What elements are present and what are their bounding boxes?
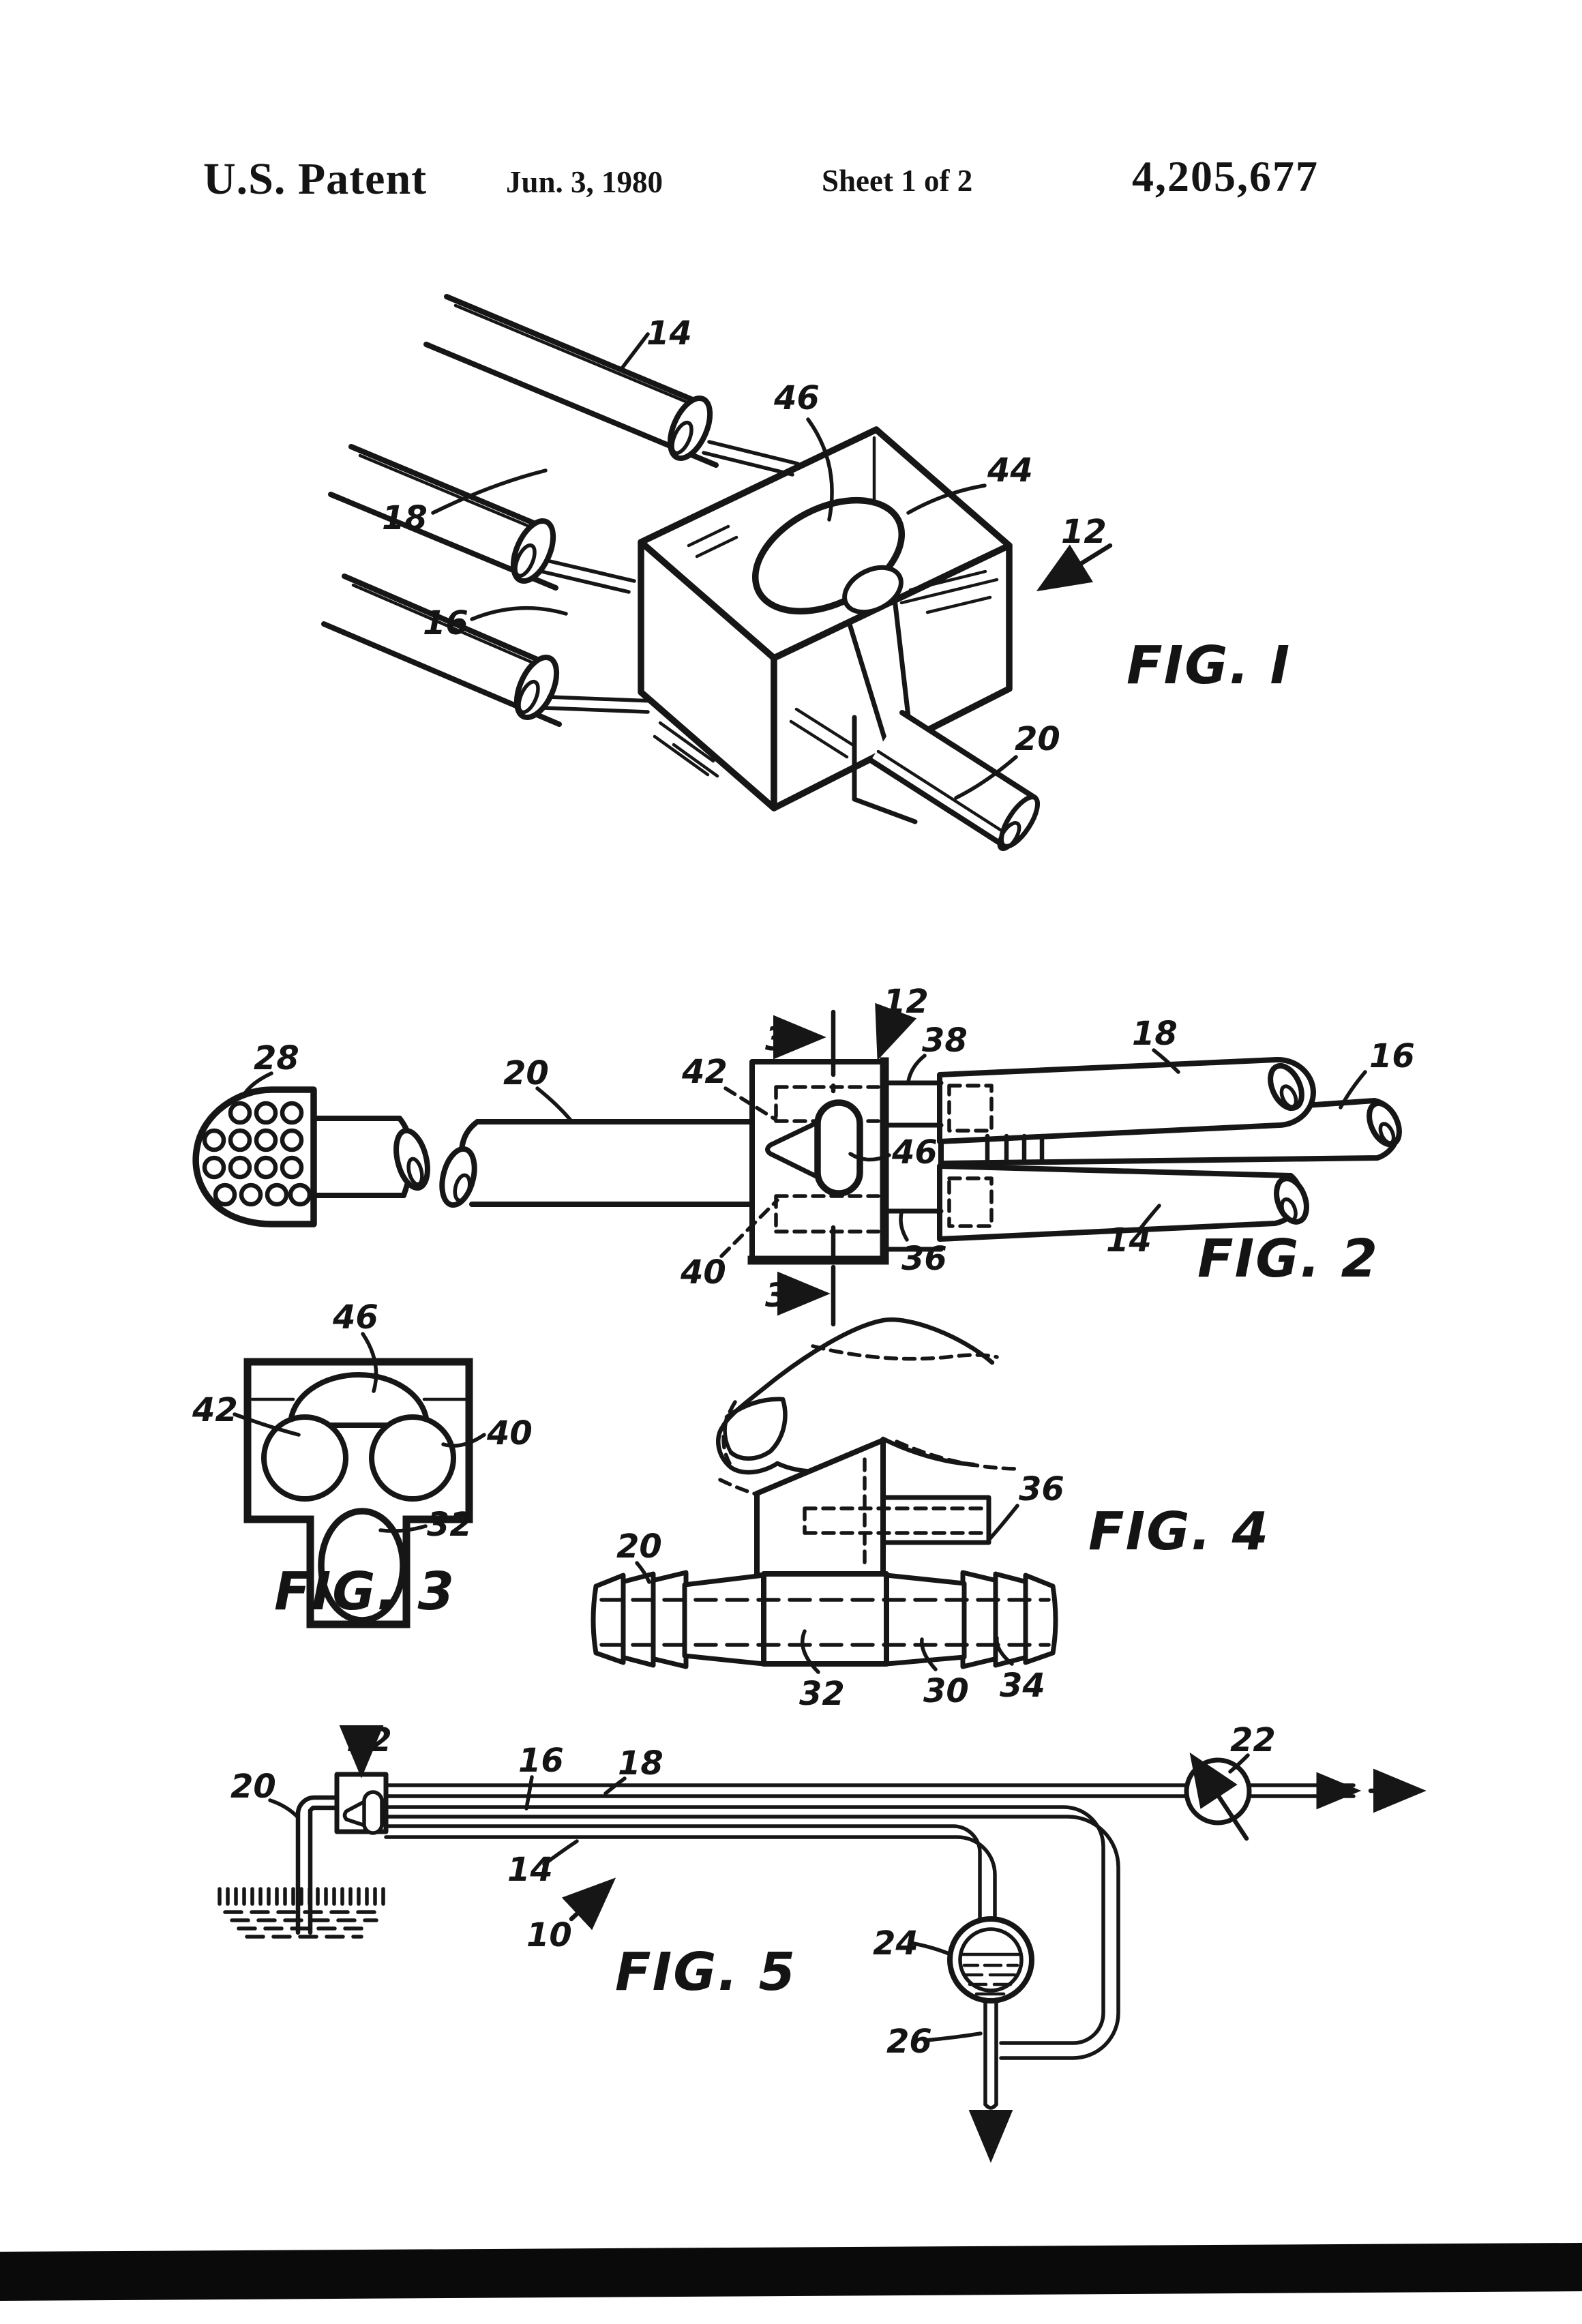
fig5-connector-block (334, 1772, 389, 1835)
fig3-label-42: 42 (192, 1391, 238, 1429)
fig2-label-14: 14 (1106, 1221, 1152, 1260)
fig4-valve-body (754, 1437, 886, 1578)
figure-4: 20 36 32 30 34 FIG. 4 (591, 1317, 1270, 1713)
scan-artifact-bar (0, 2243, 1582, 2301)
fig5-liquid-dashes (223, 1910, 385, 1939)
fig4-label-32: 32 (799, 1675, 845, 1713)
figure-1: 14 46 44 18 16 12 20 FIG. I (321, 294, 1291, 851)
fig4-label-36: 36 (1019, 1470, 1064, 1508)
fig2-hose-18 (937, 1056, 1316, 1144)
fig1-label-18: 18 (382, 499, 428, 537)
fig3-right-bore (369, 1414, 456, 1502)
fig3-lower-bore (318, 1508, 406, 1624)
fig1-labels: 14 46 44 18 16 12 20 FIG. I (382, 314, 1291, 800)
figure-5: 20 12 16 18 14 10 22 24 26 FIG. 5 (218, 1721, 1427, 2163)
fig2-section-line: 3 3 (765, 1009, 836, 1327)
fig4-label-20: 20 (616, 1528, 662, 1566)
fig2-label-38: 38 (922, 1022, 968, 1060)
fig5-label-26: 26 (886, 2023, 932, 2061)
fig2-label-18: 18 (1132, 1015, 1178, 1053)
fig5-liquid-surface (218, 1887, 385, 1906)
fig1-outlet-nipple (852, 710, 1041, 851)
fig5-label-18: 18 (618, 1744, 663, 1783)
fig2-valve-slot (814, 1099, 863, 1197)
fig2-hose-stub (311, 1116, 430, 1198)
figure-3: 46 42 40 32 FIG. 3 (192, 1298, 533, 1628)
fig3-label-46: 46 (332, 1298, 378, 1337)
fig1-label-20: 20 (1015, 720, 1060, 758)
fig1-keyhole-opening (751, 496, 912, 747)
fig2-label-16: 16 (1369, 1037, 1415, 1075)
fig1-label-46: 46 (773, 379, 820, 417)
fig2-labels: 28 20 42 40 12 38 46 36 18 16 14 FIG. 2 (243, 983, 1415, 1292)
fig2-label-12: 12 (883, 983, 929, 1021)
fig2-strainer-holes (202, 1101, 312, 1207)
fig2-label-42: 42 (681, 1053, 728, 1091)
fig1-label-16: 16 (423, 604, 468, 642)
fig2-label-40: 40 (680, 1253, 726, 1292)
fig3-top-passage (288, 1372, 430, 1428)
fig1-caption: FIG. I (1126, 636, 1291, 696)
fig4-caption: FIG. 4 (1088, 1502, 1270, 1562)
fig5-label-16: 16 (518, 1742, 564, 1780)
fig2-hose18-socket (947, 1084, 994, 1133)
header: U.S. Patent Jun. 3, 1980 Sheet 1 of 2 4,… (203, 152, 1319, 204)
fig2-strainer (192, 1086, 317, 1227)
fig2-section-label-bottom: 3 (765, 1277, 788, 1315)
fig2-section-label-top: 3 (765, 1020, 788, 1058)
fig2-label-28: 28 (254, 1039, 299, 1077)
fig4-side-tube (803, 1495, 991, 1545)
fig1-label-14: 14 (646, 314, 692, 353)
fig3-left-bore (261, 1414, 348, 1502)
fig2-label-36: 36 (901, 1240, 947, 1278)
fig2-caption: FIG. 2 (1197, 1229, 1379, 1290)
fig2-hose14-socket (947, 1176, 994, 1228)
fig1-label-12: 12 (1061, 513, 1107, 551)
fig3-body (243, 1358, 473, 1628)
fig1-manifold-block (510, 395, 1041, 851)
patent-date: Jun. 3, 1980 (506, 165, 663, 199)
fig4-label-34: 34 (1000, 1667, 1045, 1705)
fig5-trap-bulb (947, 1916, 1034, 2163)
fig5-label-12: 12 (346, 1721, 392, 1759)
fig2-hidden-tube-ticks (985, 1133, 1045, 1165)
fig5-label-10: 10 (526, 1916, 572, 1954)
fig2-label-20: 20 (503, 1054, 549, 1092)
fig5-label-22: 22 (1230, 1721, 1276, 1759)
fig2-valve-cone (765, 1120, 820, 1180)
fig3-caption: FIG. 3 (274, 1562, 456, 1622)
fig5-label-24: 24 (873, 1924, 919, 1963)
fig2-connector-stubs (882, 1080, 944, 1252)
patent-label: U.S. Patent (203, 154, 427, 204)
fig4-barbed-tube (591, 1570, 1058, 1669)
fig1-label-44: 44 (987, 451, 1033, 490)
fig4-label-30: 30 (923, 1672, 969, 1710)
fig5-caption: FIG. 5 (615, 1942, 796, 2003)
fig2-label-46: 46 (891, 1133, 938, 1172)
patent-number: 4,205,677 (1132, 152, 1319, 200)
fig5-labels: 20 12 16 18 14 10 22 24 26 FIG. 5 (230, 1721, 1276, 2061)
fig1-hoses (321, 294, 719, 727)
fig3-label-32: 32 (427, 1506, 473, 1544)
fig5-label-14: 14 (507, 1851, 553, 1889)
fig2-connector-block (747, 1057, 889, 1265)
fig3-label-40: 40 (486, 1414, 533, 1452)
fig2-hose-20 (439, 1119, 755, 1208)
fig4-labels: 20 36 32 30 34 FIG. 4 (616, 1470, 1270, 1713)
figure-2: 3 3 28 20 42 40 12 38 46 36 18 16 (192, 983, 1415, 1327)
fig3-labels: 46 42 40 32 FIG. 3 (192, 1298, 533, 1622)
fig1-hose-ends (510, 395, 800, 721)
fig5-pump (1184, 1752, 1252, 1841)
sheet-number: Sheet 1 of 2 (822, 164, 972, 198)
fig1-streaks (653, 524, 999, 778)
fig5-bulb-liquid (962, 1963, 1019, 1996)
fig5-dip-tube (218, 1795, 385, 1939)
